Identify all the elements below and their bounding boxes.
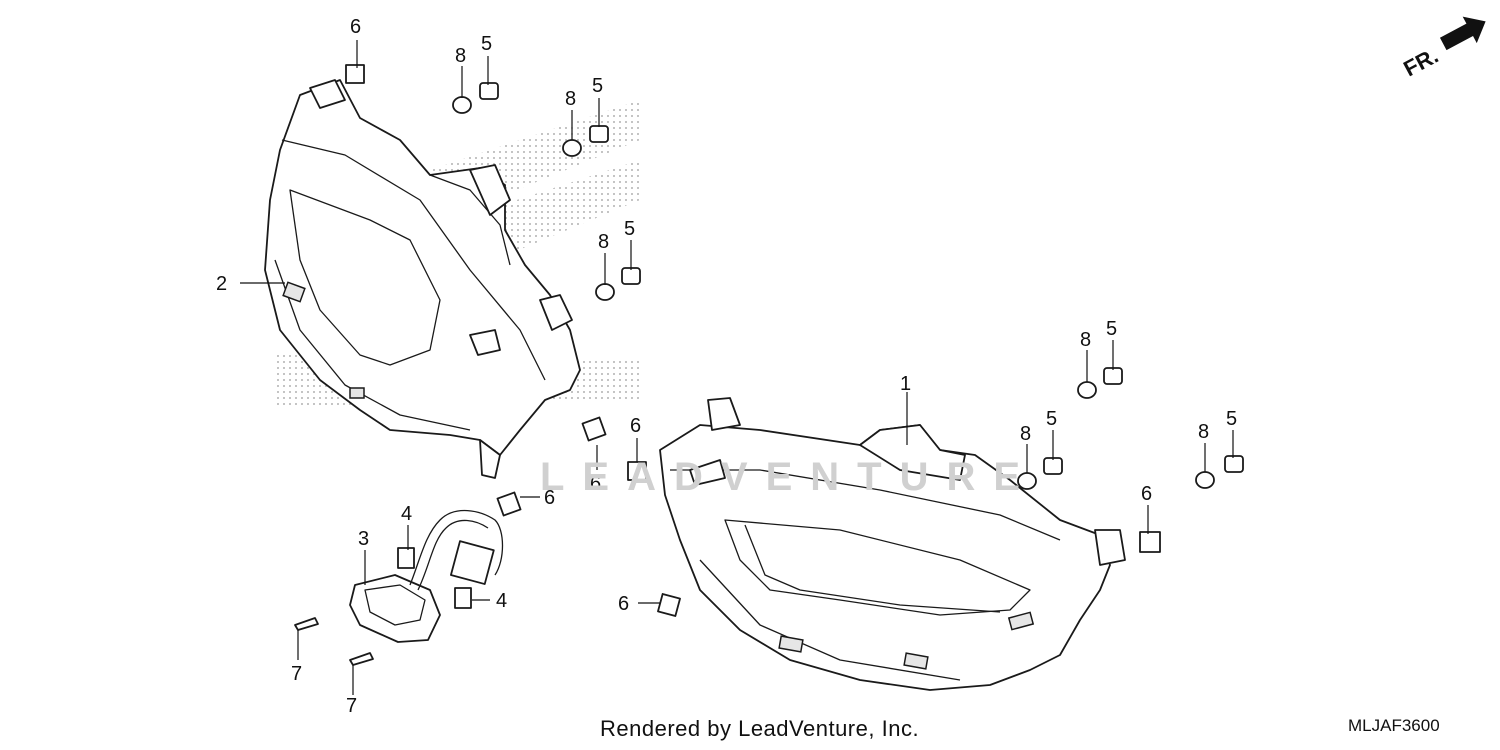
clip-6-far <box>1139 531 1161 553</box>
callout-5-a: 5 <box>481 33 492 55</box>
clip-4-top <box>397 547 415 569</box>
headlight-right <box>659 397 1126 691</box>
callout-4-bottom: 4 <box>496 590 507 612</box>
callout-7-b: 7 <box>346 695 357 717</box>
watermark-text: LEADVENTURE <box>540 455 1039 499</box>
callout-8-b: 8 <box>565 88 576 110</box>
callout-7-a: 7 <box>291 663 302 685</box>
footer-credit: Rendered by LeadVenture, Inc. <box>600 716 920 741</box>
callout-8-d: 8 <box>1080 329 1091 351</box>
headlight-left <box>264 79 581 479</box>
callout-8-a: 8 <box>455 45 466 67</box>
socket-harness <box>349 509 504 643</box>
callout-6-a: 6 <box>350 16 361 38</box>
leader-lines <box>240 40 1234 695</box>
callout-6-b: 6 <box>630 415 641 437</box>
callouts: 1 2 3 4 4 5 5 5 5 5 6 6 6 6 6 6 7 7 8 8 … <box>216 16 1152 717</box>
callout-5-e: 5 <box>1046 408 1057 430</box>
callout-8-c: 8 <box>598 231 609 253</box>
callout-4-top: 4 <box>401 503 412 525</box>
callout-6-e: 6 <box>618 593 629 615</box>
callout-3: 3 <box>358 528 369 550</box>
callout-5-d: 5 <box>1106 318 1117 340</box>
clip-4-bottom <box>454 587 472 609</box>
direction-label: FR. <box>1399 43 1442 78</box>
callout-6-d: 6 <box>544 487 555 509</box>
hardware <box>294 64 1244 666</box>
clip-6-top <box>345 64 365 84</box>
front-direction-arrow-icon: FR. <box>1399 16 1486 78</box>
callout-6-c: 6 <box>590 473 601 495</box>
clip-6-bottom <box>657 593 681 617</box>
callout-1: 1 <box>900 373 911 395</box>
callout-2: 2 <box>216 273 227 295</box>
clip-6-low <box>496 491 522 517</box>
callout-8-e: 8 <box>1020 423 1031 445</box>
clip-6-mid <box>581 416 607 442</box>
diagram-code: MLJAF3600 <box>1348 716 1440 735</box>
callout-6-f: 6 <box>1141 483 1152 505</box>
callout-5-b: 5 <box>592 75 603 97</box>
callout-5-c: 5 <box>624 218 635 240</box>
